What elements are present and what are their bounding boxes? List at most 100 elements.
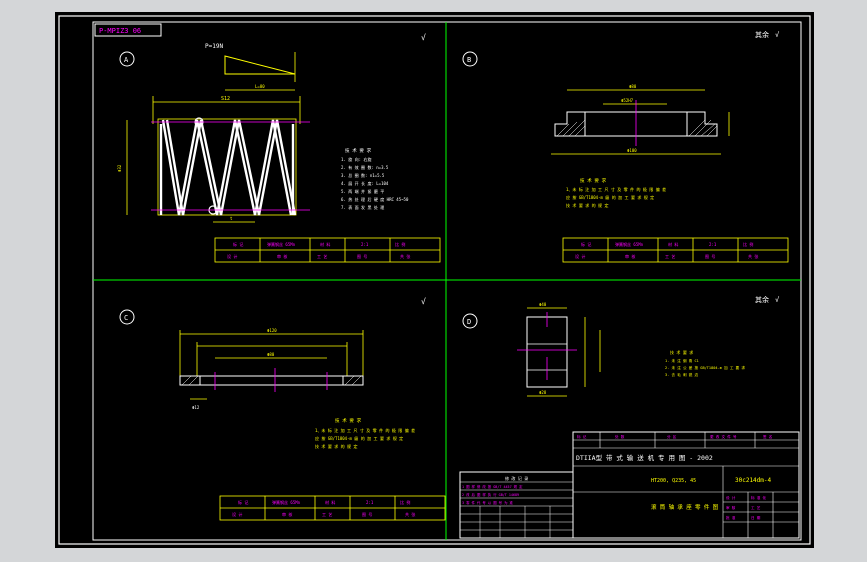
table-cell: 设 计 <box>232 511 242 517</box>
spring-notes-title: 技 术 要 求 <box>345 147 372 154</box>
title-block-row-cell: 批 准 <box>726 515 736 520</box>
spring-note-line: 1. 旋 向: 右旋 <box>341 156 371 162</box>
tech-req-d-line: 2. 未 注 公 差 按 GB/T1804-m 加 工 要 求 <box>665 365 745 370</box>
title-block-header-cell: 签 名 <box>763 434 773 439</box>
washer-outer-dim-text: Φ120 <box>267 328 277 333</box>
view-c: C √ Φ120 Φ80 Φ12 技 术 要 求 1、未 标 注 加 工 尺 寸… <box>119 297 446 521</box>
drawing-sheet: P-MPIZ3 06 A P=19N L=80 S12 Φ32 t <box>55 12 814 548</box>
table-cell: 2:1 <box>709 242 717 247</box>
top-tag-text: P-MPIZ3 06 <box>99 27 141 35</box>
table-cell: 弹簧钢丝 65Mn <box>267 241 296 247</box>
view-a: A P=19N L=80 S12 Φ32 t 技 术 要 求 1. 旋 向: <box>117 33 441 263</box>
table-cell: 2:1 <box>361 242 369 247</box>
ring-section <box>554 111 718 137</box>
table-cell: 材 料 <box>325 499 335 505</box>
hatch-line <box>562 121 578 137</box>
spring-notes: 1. 旋 向: 右旋 2. 有 效 圈 数: n=3.5 3. 总 圈 数: n… <box>341 156 409 210</box>
view-d: D 其余 √ Φ40 Φ28 技 术 要 求 1. 未 注 倒 角 C1 2. … <box>462 295 780 397</box>
ring-bore-dim-text: Φ52H7 <box>621 98 634 103</box>
cad-drawing-canvas: P-MPIZ3 06 A P=19N L=80 S12 Φ32 t <box>58 15 811 545</box>
table-cell: 比 例 <box>395 241 405 247</box>
washer-hatch-box-right <box>342 375 364 386</box>
title-block-header-cell: 更 改 文 件 号 <box>710 434 737 439</box>
table-cell: 工 艺 <box>317 254 327 259</box>
hatch-line <box>351 375 362 386</box>
table-cell: 图 号 <box>705 253 715 259</box>
washer-section <box>179 375 364 386</box>
tech-req-d-line: 1. 未 注 倒 角 C1 <box>665 358 699 363</box>
spring-note-line: 7. 表 面 发 黑 处 理 <box>341 204 384 210</box>
roughness-stamp-b: 其余 <box>755 30 769 39</box>
title-block-drawing-no: 30c214dm-4 <box>735 477 772 484</box>
title-block: 标 记 处 数 分 区 更 改 文 件 号 签 名 DTIIA型 带 式 输 送… <box>572 431 800 539</box>
table-cell: 设 计 <box>227 253 237 259</box>
table-cell: 设 计 <box>575 253 585 259</box>
spring-note-line: 3. 总 圈 数: n1=5.5 <box>341 172 385 178</box>
spring-envelope <box>157 118 297 216</box>
title-block-drawing-name: 滚 筒 轴 承 座 零 件 图 <box>651 503 719 511</box>
table-cell: 弹簧钢丝 65Mn <box>615 241 644 247</box>
table-cell: 2:1 <box>366 500 374 505</box>
hatch-line <box>700 123 716 137</box>
washer-hatching <box>181 375 362 386</box>
title-block-header-cell: 标 记 <box>577 434 587 439</box>
hatch-line <box>344 375 355 386</box>
spring-load-label: P=19N <box>205 43 223 50</box>
spring-height-text: Φ32 <box>117 164 122 172</box>
table-cell: 比 例 <box>743 241 753 247</box>
roughness-symbol-c: √ <box>421 297 426 306</box>
change-table: 修 改 记 录 1 图 样 修 改 按 GB/T 4457 规 定 2 改 后 … <box>459 471 574 539</box>
title-block-row-cell: 设 计 <box>726 495 736 500</box>
hatch-line <box>568 119 586 137</box>
table-cell: 共 张 <box>405 511 415 517</box>
title-block-row-cell: 标 准 化 <box>751 495 767 500</box>
change-table-line: 3 零 件 代 号 以 图 号 为 准 <box>462 500 514 505</box>
load-dim-text: L=80 <box>255 84 265 89</box>
title-block-row-cell: 日 期 <box>751 515 761 520</box>
table-cell: 共 张 <box>400 253 410 259</box>
view-a-label: A <box>124 56 129 64</box>
table-cell: 工 艺 <box>665 254 675 259</box>
view-c-marker <box>119 309 135 325</box>
quadrant-grid <box>93 22 801 540</box>
spring-note-line: 2. 有 效 圈 数: n=3.5 <box>341 164 389 170</box>
view-d-marker <box>462 313 478 329</box>
tech-req-c-line: 1、未 标 注 加 工 尺 寸 及 零 件 的 极 限 偏 差 <box>315 427 415 433</box>
spring-coils <box>159 119 297 216</box>
change-table-frame <box>459 471 574 539</box>
change-table-title: 修 改 记 录 <box>505 475 528 481</box>
hatch-line <box>706 125 718 137</box>
hatch-line <box>574 125 586 137</box>
hatch-line <box>556 123 570 137</box>
washer-thickness-text: Φ12 <box>192 405 200 410</box>
title-block-rules <box>573 432 799 538</box>
hatch-line <box>694 119 712 137</box>
tech-req-c-line: 技 术 要 求 的 规 定 <box>315 443 357 449</box>
table-cell: 审 核 <box>282 511 292 517</box>
washer-hatch-box-left <box>179 375 201 386</box>
spring-note-line: 6. 热 处 理 后 硬 度 HRC 45~50 <box>341 196 409 202</box>
spring-coil-back <box>165 119 297 216</box>
table-cell: 弹簧钢丝 65Mn <box>272 499 301 505</box>
table-cell: 图 号 <box>357 253 367 259</box>
spring-pitch-text: t <box>230 216 233 221</box>
spring-length-text: S12 <box>221 96 230 102</box>
tech-req-b-title: 技 术 要 求 <box>580 177 607 184</box>
washer-inner-dim-text: Φ80 <box>267 352 275 357</box>
spring-note-line: 5. 两 端 并 紧 磨 平 <box>341 188 384 194</box>
hatch-line <box>688 119 706 137</box>
table-cell: 共 张 <box>748 253 758 259</box>
table-cell: 图 号 <box>362 511 372 517</box>
inner-frame <box>92 21 802 541</box>
spring-note-line: 4. 展 开 长 度: L=104 <box>341 180 389 186</box>
change-table-rules <box>460 481 573 538</box>
tech-req-b-line: 应 按 GB/T1804-m 级 的 加 工 要 求 规 定 <box>566 194 654 200</box>
view-d-label: D <box>467 318 471 326</box>
title-block-row-cell: 工 艺 <box>751 505 761 510</box>
view-b-marker <box>462 51 478 67</box>
change-table-line: 2 改 后 图 样 执 行 GB/T 14689 <box>462 492 519 497</box>
table-cell: 标 记 <box>233 241 243 247</box>
ring-hatching <box>556 119 718 137</box>
washer-extension-lines <box>179 330 364 376</box>
view-a-marker <box>119 51 135 67</box>
